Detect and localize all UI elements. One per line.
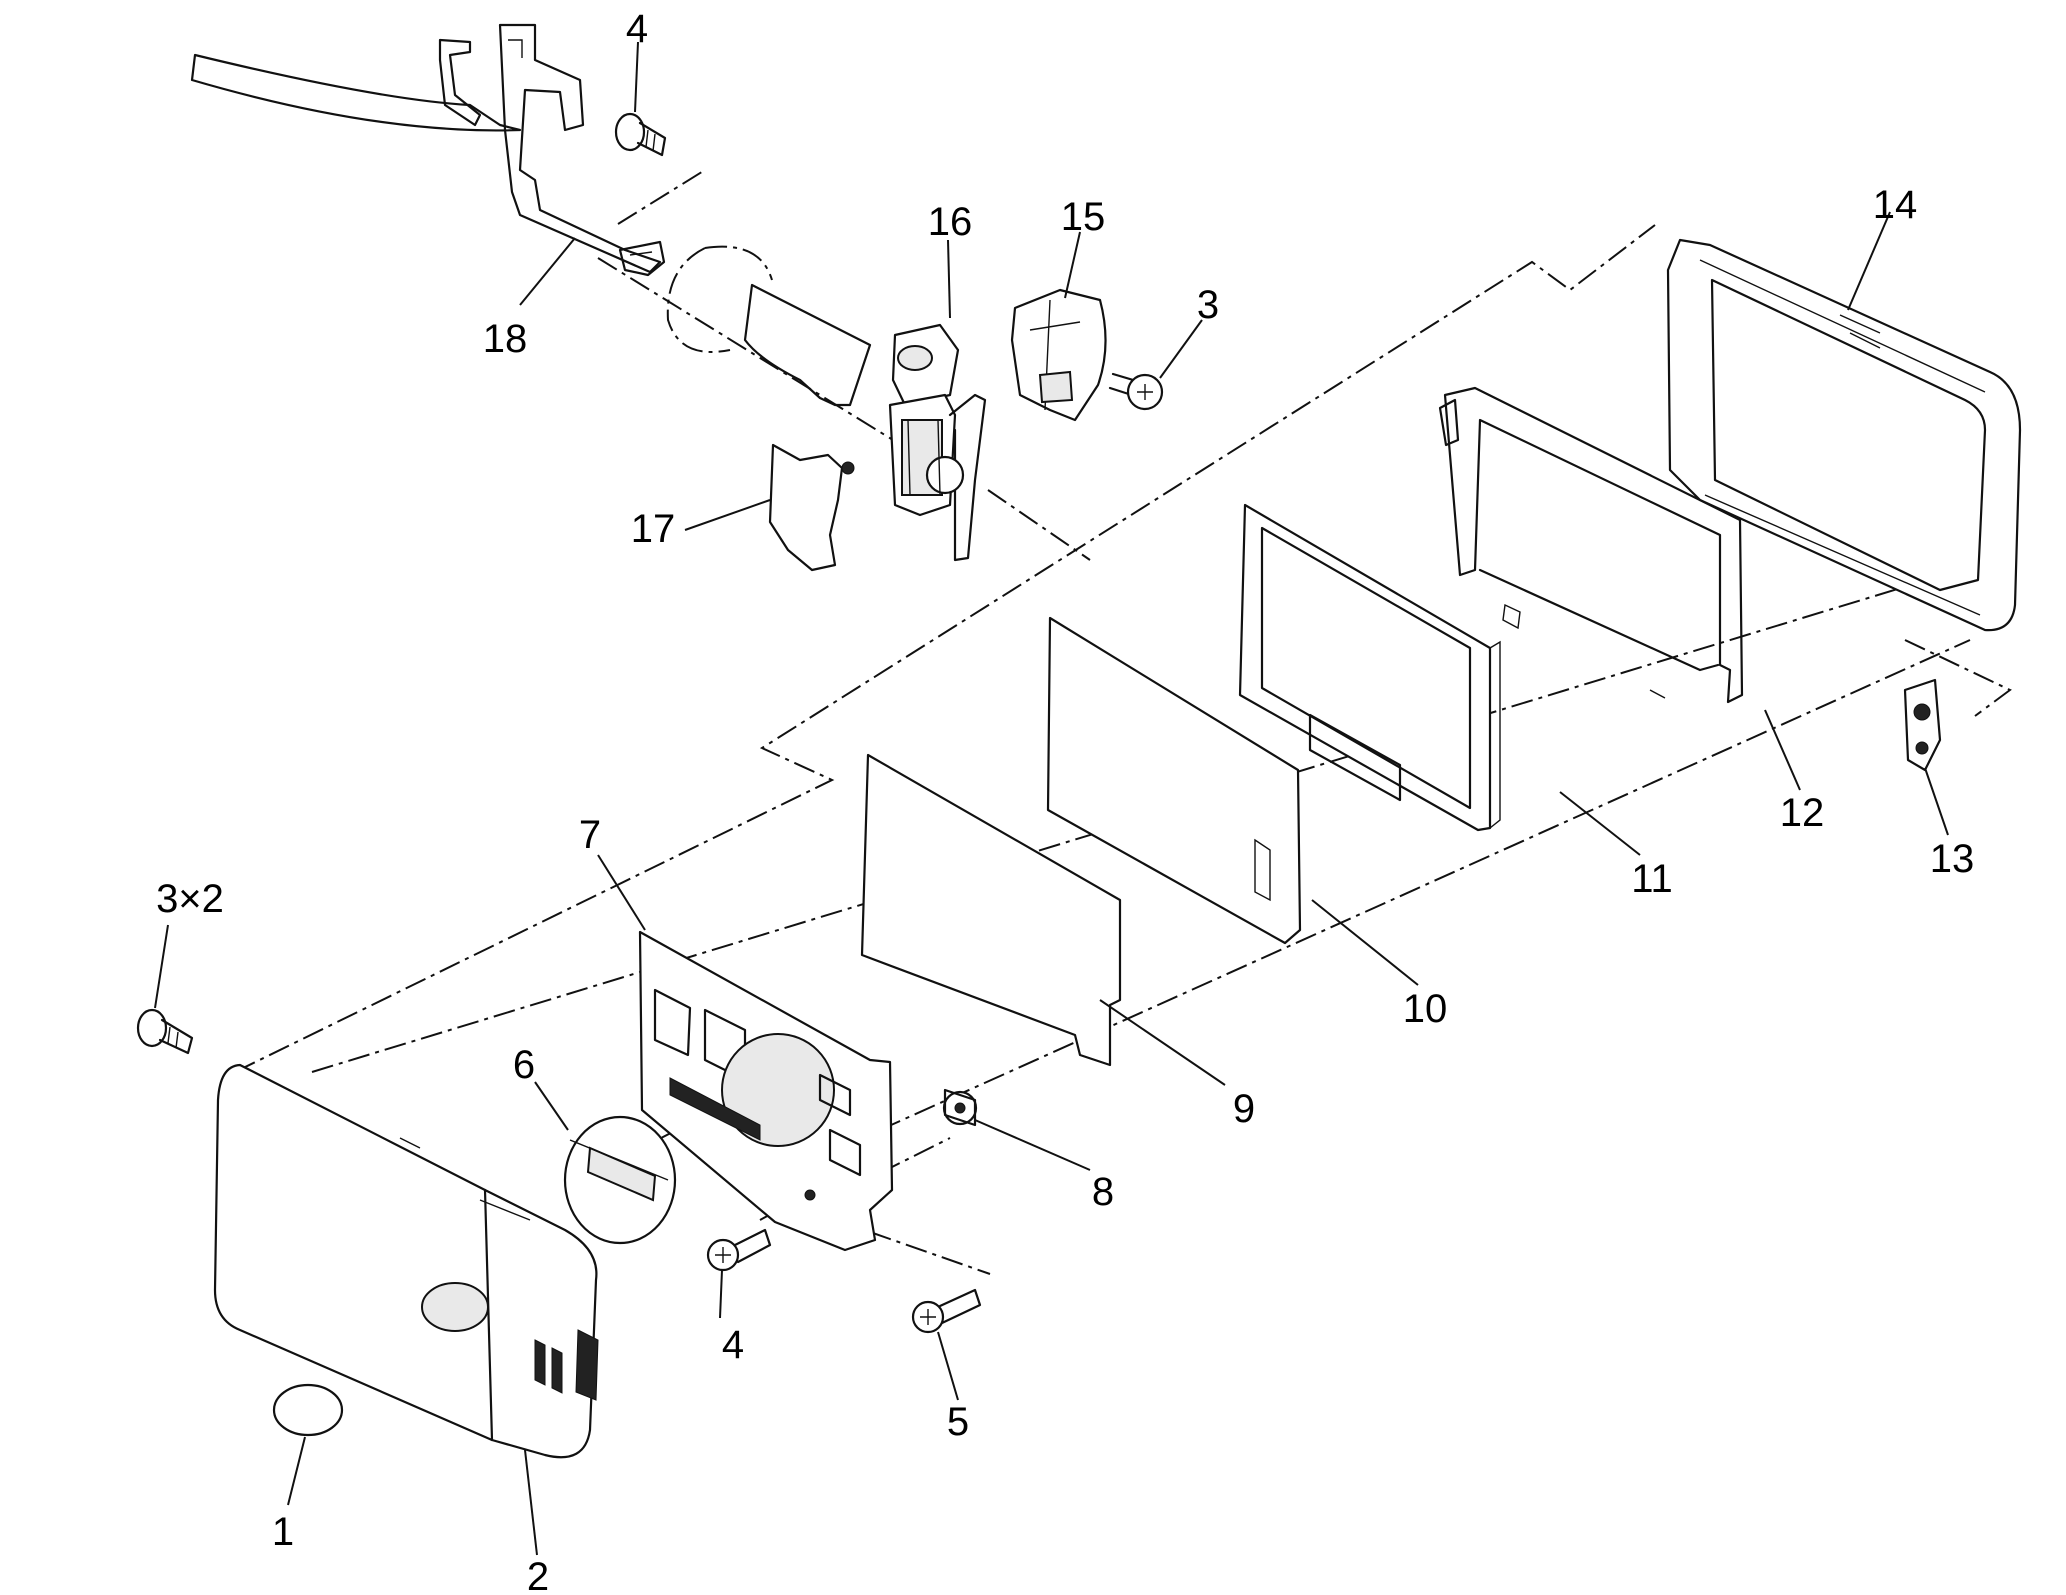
part-11-lcd-panel <box>1238 503 1501 832</box>
callout-1: 1 <box>272 1510 294 1554</box>
callout-3-hinge: 3 <box>1197 283 1219 327</box>
callout-13: 13 <box>1930 837 1975 881</box>
part-1-lens-window <box>272 1383 344 1437</box>
screw-3x2 <box>136 1008 194 1055</box>
callout-10: 10 <box>1403 987 1448 1031</box>
screw-4-bottom <box>706 1228 772 1272</box>
part-17-hinge-cover-plate <box>768 443 855 572</box>
callout-4-top: 4 <box>626 7 648 51</box>
part-18-flex-cable <box>190 23 666 277</box>
part-15-hinge-cover <box>1010 288 1107 422</box>
callout-8: 8 <box>1092 1170 1114 1214</box>
callout-18: 18 <box>483 317 528 361</box>
screw-5 <box>911 1288 982 1334</box>
part-13-button <box>1903 678 1942 772</box>
screw-4-top <box>614 112 667 157</box>
callout-17: 17 <box>631 507 676 551</box>
part-16-hinge-assembly <box>743 283 987 562</box>
hinge-cylinder-outline <box>666 245 773 353</box>
leader-lines <box>154 41 1949 1556</box>
callout-2: 2 <box>527 1555 549 1595</box>
part-7-circuit-board <box>638 930 894 1252</box>
callout-5: 5 <box>947 1400 969 1444</box>
callout-11: 11 <box>1631 857 1673 901</box>
part-6-battery <box>563 1115 677 1245</box>
part-10-backlight-sheet <box>1046 616 1302 945</box>
part-12-metal-frame <box>1438 386 1744 704</box>
callout-7: 7 <box>579 813 601 857</box>
part-8-boss <box>942 1088 978 1127</box>
callout-12: 12 <box>1780 791 1825 835</box>
callout-3x2: 3×2 <box>156 877 224 921</box>
part-14-lcd-rear-frame <box>1666 238 2022 632</box>
callout-15: 15 <box>1061 195 1106 239</box>
callout-labels: 4 18 16 15 3 17 14 12 11 13 10 9 8 7 6 3… <box>156 7 1974 1595</box>
screw-3-hinge <box>1108 372 1164 411</box>
callout-4-bottom: 4 <box>722 1323 744 1367</box>
assembly-guide-lines <box>234 169 2012 1361</box>
callout-16: 16 <box>928 200 973 244</box>
callout-6: 6 <box>513 1043 535 1087</box>
part-9-insulating-sheet <box>860 753 1122 1067</box>
callout-14: 14 <box>1873 183 1918 227</box>
callout-9: 9 <box>1233 1087 1255 1131</box>
part-2-front-cover <box>213 1063 599 1459</box>
